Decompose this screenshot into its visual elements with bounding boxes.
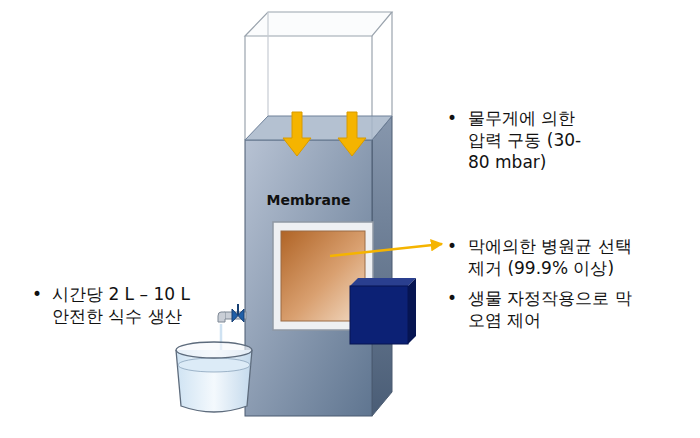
part-name: Membrane (245, 192, 372, 208)
upper-tank (245, 12, 392, 140)
output-note: 시간당 2 L – 10 L 안전한 식수 생산 (52, 283, 212, 327)
bullet: • (32, 283, 46, 305)
water-cup (176, 342, 252, 412)
pressure-note: 물무게에 의한 압력 구동 (30-80 mbar) (468, 107, 590, 173)
membrane-module (273, 222, 416, 344)
water-tank (245, 116, 392, 416)
fouling-note: 생물 자정작용으로 막 오염 제어 (468, 287, 646, 331)
bullet: • (447, 287, 461, 309)
bullet: • (447, 235, 461, 257)
bullet: • (447, 107, 461, 129)
pressure-arrows (283, 112, 366, 156)
leader-arrow (330, 244, 442, 256)
pathogen-note: 막에의한 병원균 선택 제거 (99.9% 이상) (468, 235, 646, 279)
membrane-tank: Membrane (245, 192, 372, 208)
